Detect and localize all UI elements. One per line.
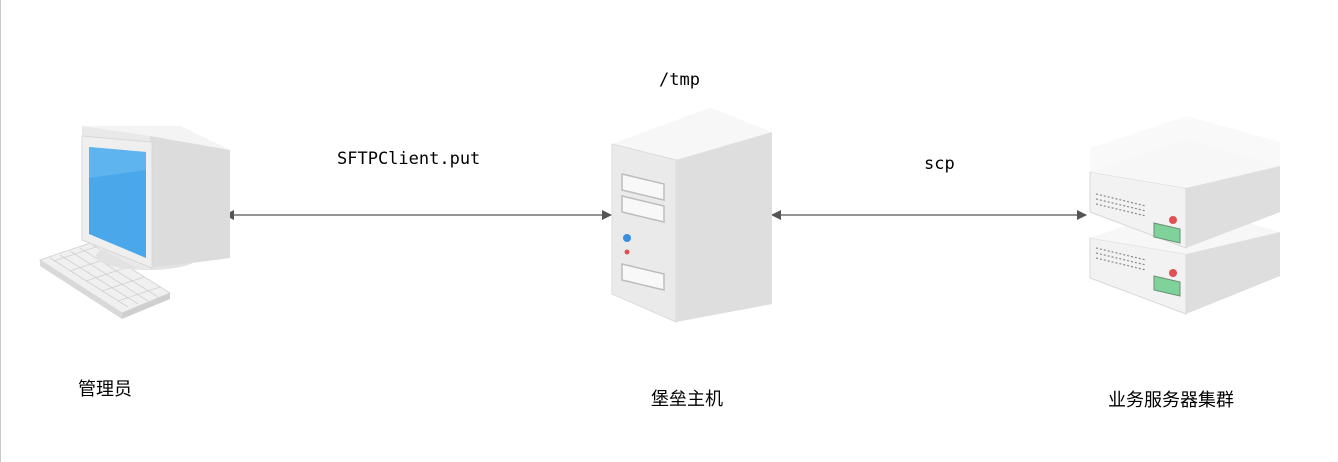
edge-label-sftp: SFTPClient.put [337,149,481,169]
node-label-admin: 管理员 [78,379,132,400]
tower-server-icon [610,108,780,332]
status-led-red-icon [624,249,630,255]
keyboard-icon [38,242,172,319]
desktop-computer-icon [30,108,230,332]
node-label-bastion: 堡垒主机 [651,389,723,410]
frame-left-border [0,0,1,462]
rack-server-stack-icon [1086,116,1286,325]
status-led-blue-icon [623,234,631,242]
node-label-cluster: 业务服务器集群 [1108,390,1234,411]
bastion-path-annotation: /tmp [659,70,700,90]
edge-label-scp: scp [924,154,955,174]
